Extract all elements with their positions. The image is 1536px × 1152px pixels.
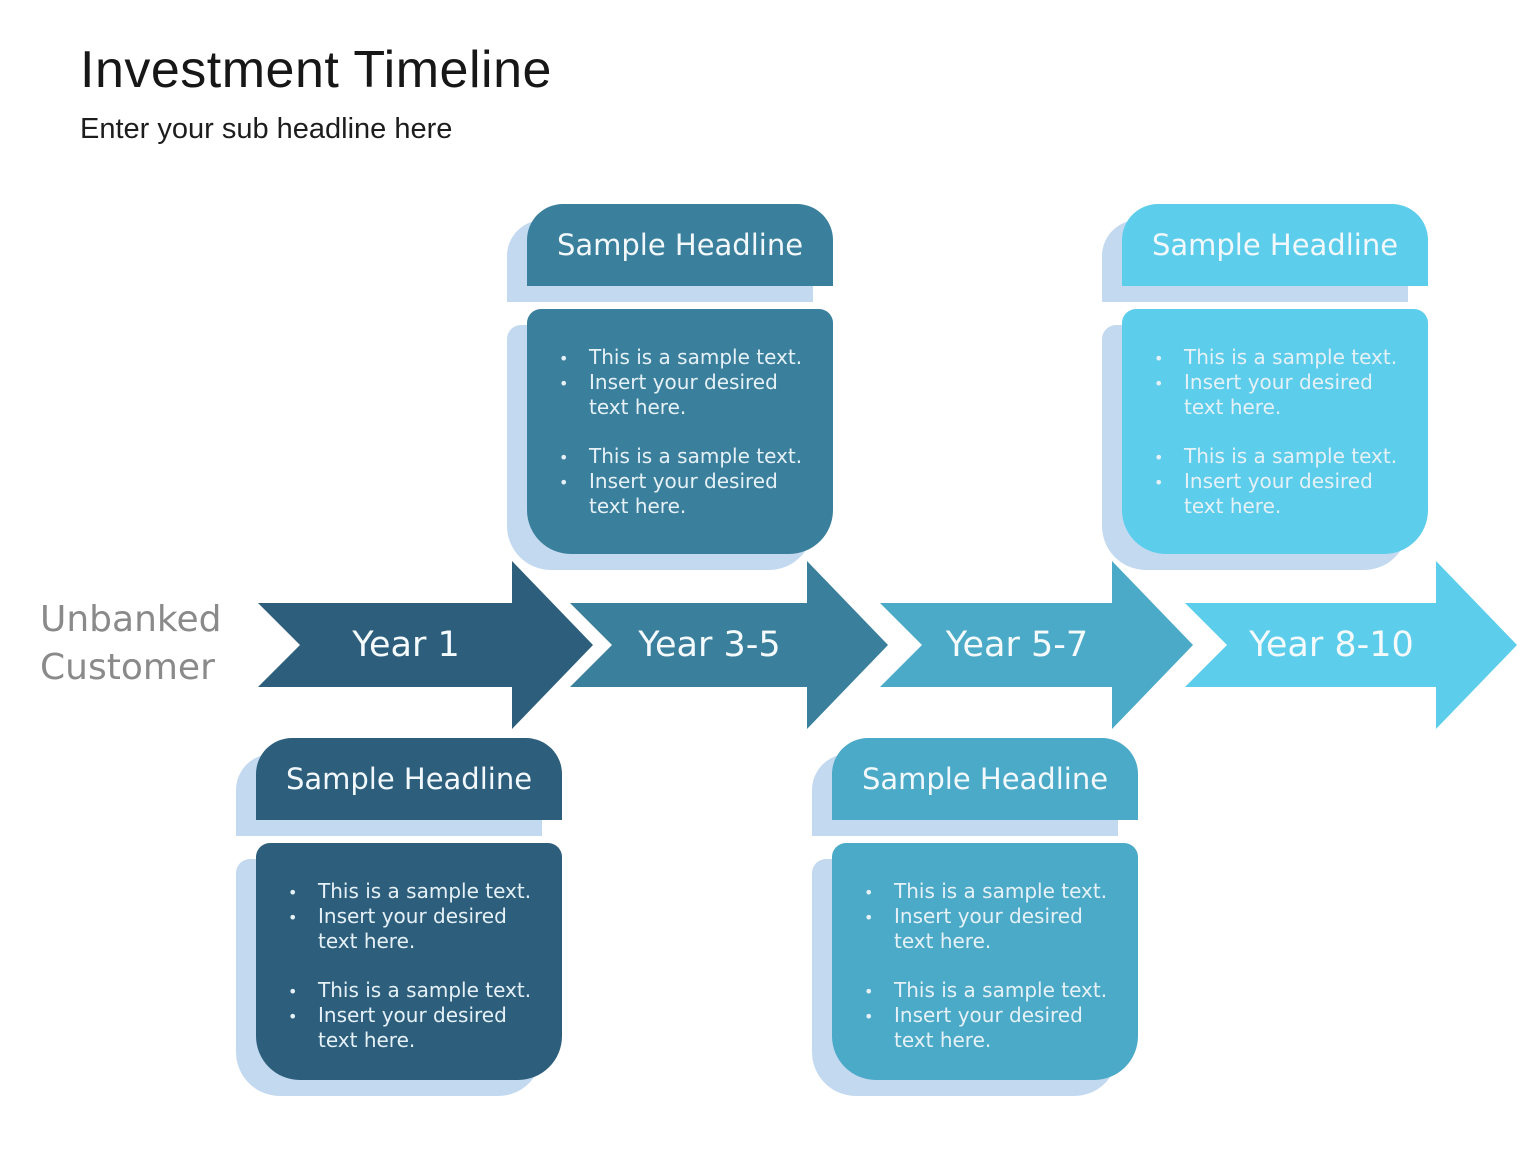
bullet-item: Insert your desired text here. [288, 1003, 546, 1053]
bullet-group: This is a sample text. Insert your desir… [1154, 444, 1412, 519]
timeline-arrows [258, 561, 1517, 729]
bullet-group: This is a sample text. Insert your desir… [1154, 345, 1412, 420]
arrow-label-year-5-7: Year 5-7 [945, 625, 1089, 665]
bullet-item: This is a sample text. [559, 345, 817, 371]
bullet-group: This is a sample text. Insert your desir… [864, 978, 1122, 1053]
bullet-item: This is a sample text. [864, 879, 1122, 905]
callout-headline: Sample Headline [861, 762, 1109, 796]
callout-header: Sample Headline [1122, 204, 1428, 286]
bullet-item: This is a sample text. [1154, 345, 1412, 371]
bullet-item: Insert your desired text here. [864, 1003, 1122, 1053]
timeline-arrow-year-3-5 [570, 561, 888, 729]
arrow-label-year-3-5: Year 3-5 [638, 625, 781, 665]
timeline-arrow-year-8-10 [1185, 561, 1517, 729]
callout-header: Sample Headline [256, 738, 562, 820]
bullet-item: This is a sample text. [288, 879, 546, 905]
timeline-arrow-year-5-7 [880, 561, 1193, 729]
callout-above-year-3-5: Sample Headline This is a sample text. I… [527, 204, 833, 554]
callout-header: Sample Headline [832, 738, 1138, 820]
bullet-item: Insert your desired text here. [559, 370, 817, 420]
callout-above-year-8-10: Sample Headline This is a sample text. I… [1122, 204, 1428, 554]
page-subtitle: Enter your sub headline here [80, 113, 453, 145]
page-title: Investment Timeline [80, 41, 552, 99]
bullet-group: This is a sample text. Insert your desir… [559, 345, 817, 420]
arrow-label-year-1: Year 1 [352, 625, 460, 665]
bullet-item: This is a sample text. [559, 444, 817, 470]
bullet-item: This is a sample text. [288, 978, 546, 1004]
callout-body: This is a sample text. Insert your desir… [527, 309, 833, 554]
callout-body: This is a sample text. Insert your desir… [1122, 309, 1428, 554]
callout-headline: Sample Headline [285, 762, 533, 796]
callout-headline: Sample Headline [556, 228, 804, 262]
bullet-group: This is a sample text. Insert your desir… [559, 444, 817, 519]
bullet-item: Insert your desired text here. [288, 904, 546, 954]
start-label: Unbanked Customer [40, 599, 222, 688]
callout-header: Sample Headline [527, 204, 833, 286]
callout-body: This is a sample text. Insert your desir… [256, 843, 562, 1080]
bullet-item: Insert your desired text here. [559, 469, 817, 519]
callout-headline: Sample Headline [1151, 228, 1399, 262]
bullet-item: Insert your desired text here. [1154, 469, 1412, 519]
callout-below-year-5-7: Sample Headline This is a sample text. I… [832, 738, 1138, 1080]
bullet-group: This is a sample text. Insert your desir… [288, 978, 546, 1053]
callout-body: This is a sample text. Insert your desir… [832, 843, 1138, 1080]
bullet-group: This is a sample text. Insert your desir… [288, 879, 546, 954]
bullet-item: This is a sample text. [864, 978, 1122, 1004]
arrow-label-year-8-10: Year 8-10 [1249, 625, 1414, 665]
bullet-item: Insert your desired text here. [1154, 370, 1412, 420]
bullet-item: Insert your desired text here. [864, 904, 1122, 954]
bullet-item: This is a sample text. [1154, 444, 1412, 470]
callout-below-year-1: Sample Headline This is a sample text. I… [256, 738, 562, 1080]
bullet-group: This is a sample text. Insert your desir… [864, 879, 1122, 954]
timeline-arrow-year-1 [258, 561, 593, 729]
